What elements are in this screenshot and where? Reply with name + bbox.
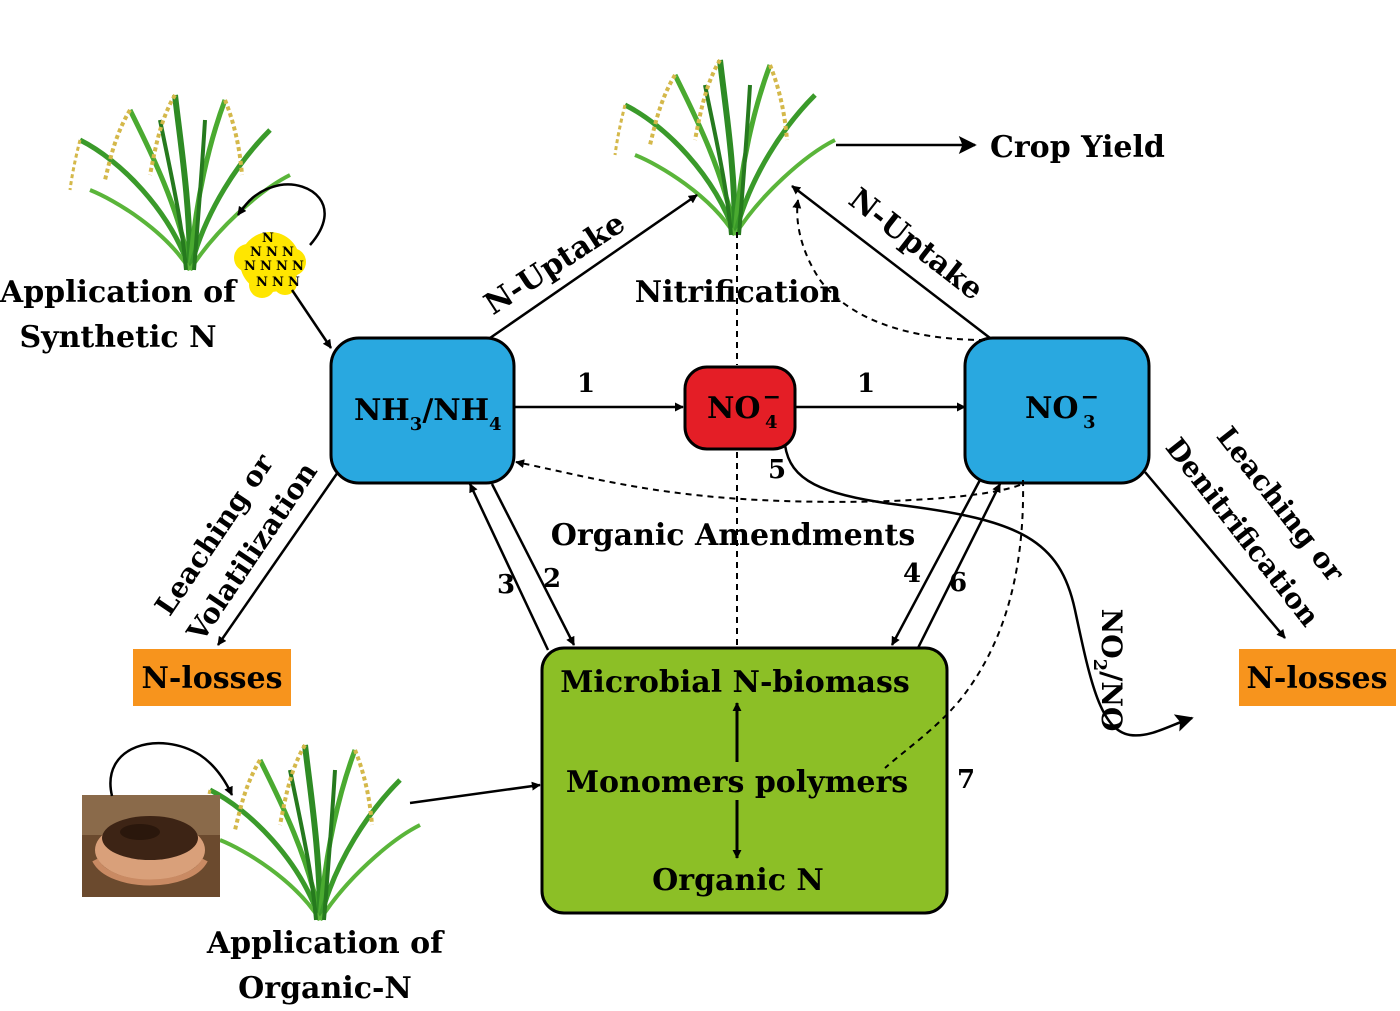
organic-amendments-label: Organic Amendments: [551, 518, 916, 553]
microbial-box: Microbial N-biomass Monomers polymers Or…: [540, 646, 949, 915]
no4-box: NO−4: [683, 365, 797, 451]
svg-text:N-losses: N-losses: [141, 661, 282, 696]
step-1-right: 1: [857, 369, 875, 399]
organic-label-1: Application of: [206, 926, 445, 961]
synthetic-label-1: Application of: [0, 275, 238, 310]
svg-text:N: N: [250, 245, 262, 260]
n-losses-left-box: N-losses: [133, 649, 291, 706]
crop-yield-label: Crop Yield: [990, 130, 1165, 165]
svg-text:N: N: [262, 231, 274, 246]
microbial-n-biomass-label: Microbial N-biomass: [560, 665, 910, 700]
n-uptake-right-label: N-Uptake: [842, 181, 990, 307]
svg-text:N: N: [292, 259, 304, 274]
step-5: 5: [768, 455, 786, 485]
step-4: 4: [903, 559, 921, 589]
step-1-left: 1: [577, 369, 595, 399]
nitrification-label: Nitrification: [635, 275, 842, 310]
step-6: 6: [949, 568, 967, 598]
nh3-nh4-box: NH3/NH4: [329, 336, 516, 485]
svg-text:NO−4: NO−4: [707, 384, 781, 433]
svg-text:N: N: [244, 259, 256, 274]
step-3: 3: [497, 570, 515, 600]
svg-text:N: N: [282, 245, 294, 260]
svg-text:N: N: [260, 259, 272, 274]
step-7: 7: [957, 765, 975, 795]
svg-text:N-losses: N-losses: [1246, 661, 1387, 696]
svg-text:NH3/NH4: NH3/NH4: [354, 393, 502, 435]
dashed-lines: [515, 199, 1025, 769]
arrows: [109, 136, 1286, 805]
svg-text:NO−3: NO−3: [1025, 384, 1099, 433]
n-losses-right-box: N-losses: [1239, 649, 1396, 706]
soil-hands-icon: [82, 795, 220, 897]
n-uptake-left-label: N-Uptake: [478, 206, 631, 323]
no2-no-label: NO2/NO: [1089, 609, 1128, 732]
organic-label-2: Organic-N: [238, 971, 412, 1006]
synthetic-label-2: Synthetic N: [19, 320, 216, 355]
nitrogen-cluster-icon: N N N N N N N N N N N: [234, 231, 306, 298]
svg-text:N: N: [276, 259, 288, 274]
rice-plant-icon: [615, 60, 835, 235]
rice-plant-icon: [200, 745, 420, 920]
svg-text:N: N: [266, 245, 278, 260]
svg-text:N: N: [272, 275, 284, 290]
monomers-polymers-label: Monomers polymers: [566, 765, 908, 800]
step-2: 2: [543, 564, 561, 594]
svg-text:N: N: [256, 275, 268, 290]
no3-box: NO−3: [963, 336, 1151, 485]
svg-text:N: N: [288, 275, 300, 290]
organic-n-label: Organic N: [652, 863, 824, 898]
